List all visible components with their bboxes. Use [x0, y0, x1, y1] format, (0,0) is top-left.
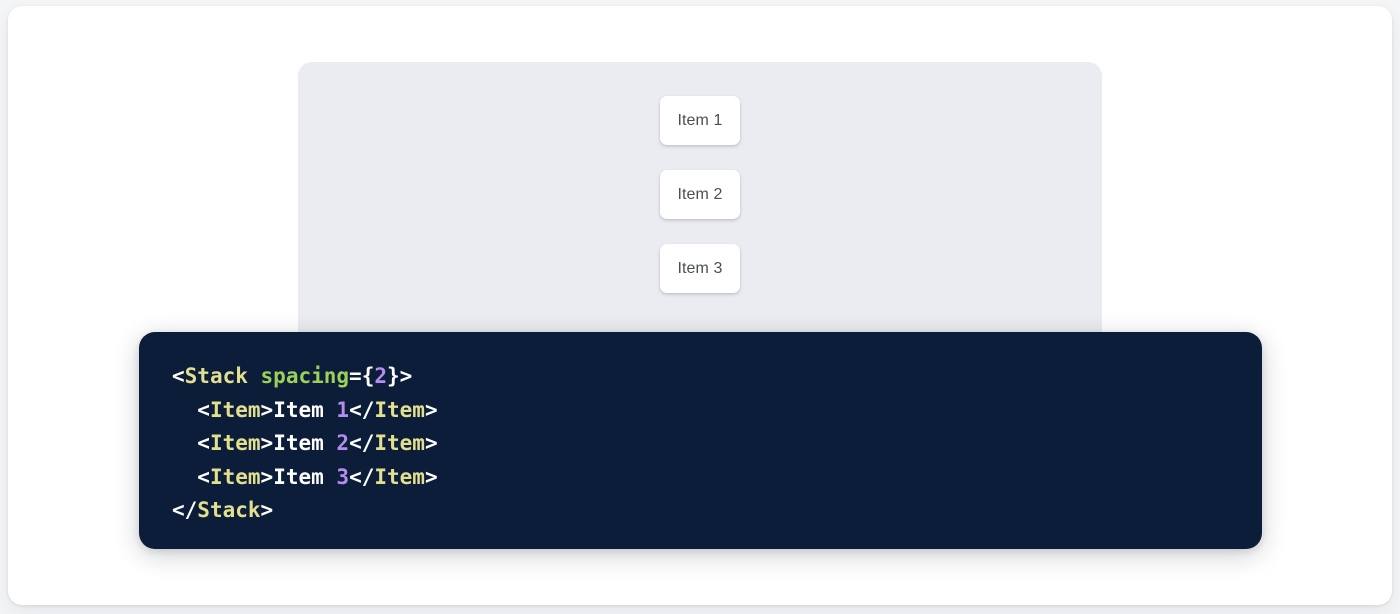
code-token-num: 1 [336, 397, 350, 422]
code-token-punct: < [197, 397, 210, 422]
code-token-text: Item [273, 431, 337, 456]
code-token-tag: Stack [197, 498, 261, 523]
code-token-punct: > [424, 397, 438, 422]
code-token-tag: Item [209, 464, 261, 489]
stack-item-label: Item 2 [677, 185, 723, 203]
code-token-num: 2 [374, 364, 387, 388]
code-token-punct: ={ [349, 364, 375, 388]
code-line: <Item>Item 1</Item> [172, 394, 1262, 428]
stack-item[interactable]: Item 1 [660, 96, 740, 145]
stack-item-label: Item 1 [677, 111, 723, 129]
code-token-punct: > [260, 431, 274, 456]
stack-container: Item 1 Item 2 Item 3 [298, 62, 1102, 293]
code-token-tag: Item [209, 397, 261, 422]
code-token-tag: Item [209, 431, 261, 456]
code-token-num: 3 [336, 464, 350, 489]
code-token-tag: Item [374, 431, 425, 456]
code-token-text: Item [273, 397, 337, 422]
code-token-punct: > [424, 431, 438, 456]
code-token-punct: > [260, 498, 274, 523]
code-token-tag: Item [374, 464, 425, 489]
code-token-text [248, 364, 261, 388]
code-token-punct: </ [349, 464, 375, 489]
code-token-punct: > [424, 464, 438, 489]
code-line: </Stack> [172, 494, 1262, 528]
stack-preview-panel: Item 1 Item 2 Item 3 [298, 62, 1102, 362]
code-token-tag: Stack [184, 364, 248, 388]
code-snippet-text: <Stack spacing={2}> <Item>Item 1</Item> … [172, 360, 1262, 528]
code-line: <Stack spacing={2}> [172, 360, 1262, 394]
stack-item[interactable]: Item 3 [660, 244, 740, 293]
code-token-punct: }> [387, 364, 413, 388]
code-line: <Item>Item 3</Item> [172, 461, 1262, 495]
code-token-punct: < [172, 364, 185, 388]
code-token-punct: </ [349, 431, 375, 456]
code-line: <Item>Item 2</Item> [172, 427, 1262, 461]
code-token-text: Item [273, 464, 337, 489]
stack-item[interactable]: Item 2 [660, 170, 740, 219]
code-token-punct: </ [172, 498, 198, 523]
stack-item-label: Item 3 [677, 259, 723, 277]
code-token-tag: Item [374, 397, 425, 422]
code-token-attr: spacing [260, 364, 350, 388]
code-token-punct: < [197, 464, 210, 489]
code-snippet-block[interactable]: <Stack spacing={2}> <Item>Item 1</Item> … [139, 332, 1262, 549]
code-token-punct: </ [349, 397, 375, 422]
code-token-punct: > [260, 464, 274, 489]
code-token-punct: < [197, 431, 210, 456]
page-card: Item 1 Item 2 Item 3 <Stack spacing={2}>… [8, 6, 1392, 605]
code-token-punct: > [260, 397, 274, 422]
code-token-num: 2 [336, 431, 350, 456]
